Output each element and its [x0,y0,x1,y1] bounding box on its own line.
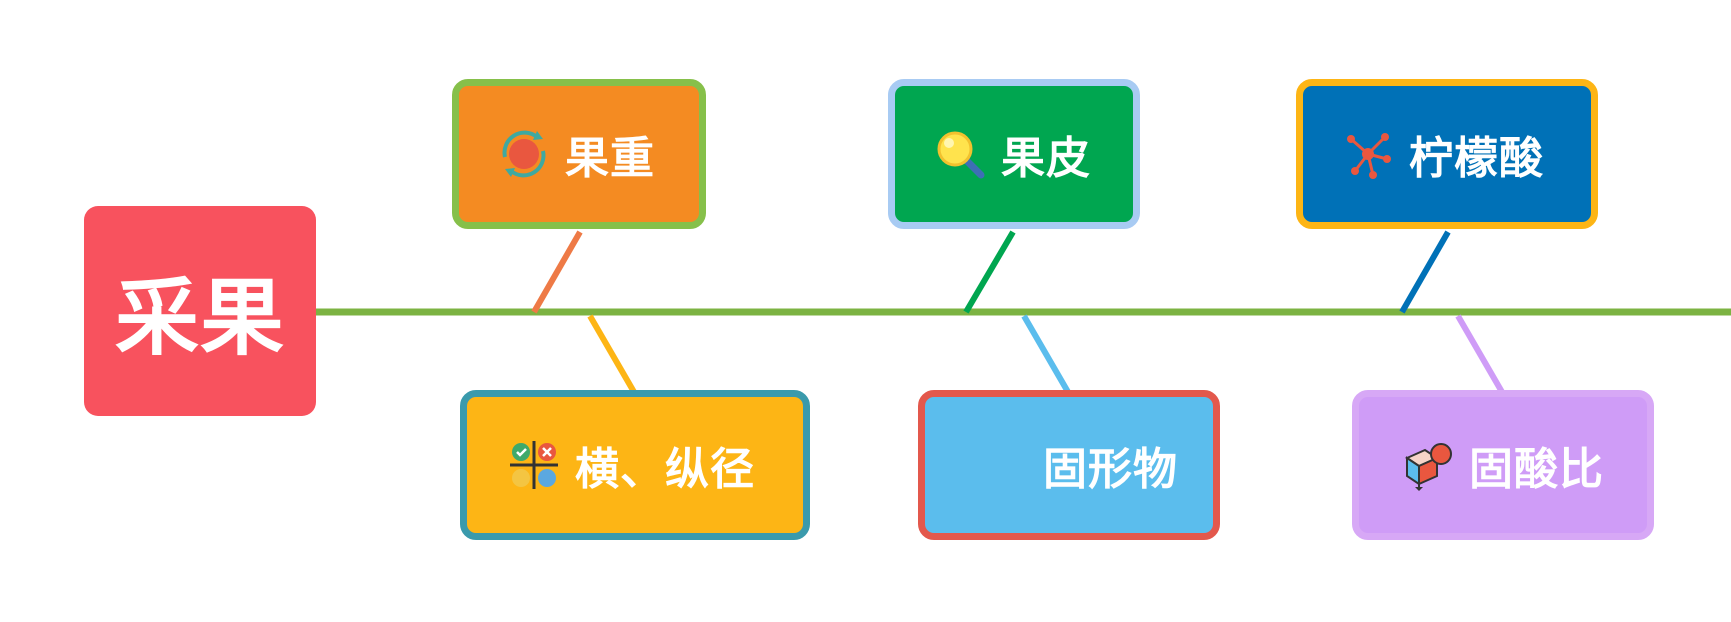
connector-guxing [1021,314,1071,394]
branch-node-guxing[interactable]: 固形物 [918,390,1220,540]
connector-hengzong [587,314,637,394]
magnifier-icon [933,127,987,181]
root-node[interactable]: 采果 [84,206,316,416]
connector-guopi [963,230,1016,314]
branch-label-ningmeng: 柠檬酸 [1409,133,1544,184]
connector-guozhong [531,230,583,314]
connector-gusuan [1455,314,1505,394]
branch-node-hengzong[interactable]: 横、纵径 [460,390,810,540]
branch-node-gusuan[interactable]: 固酸比 [1352,390,1654,540]
molecule-icon [1341,127,1395,181]
branch-label-guxing: 固形物 [1043,444,1178,495]
connector-ningmeng [1399,230,1451,314]
branch-label-gusuan: 固酸比 [1469,444,1604,495]
branch-node-guopi[interactable]: 果皮 [888,79,1140,229]
branch-label-hengzong: 横、纵径 [575,444,755,495]
cube-sphere-icon [1401,438,1455,492]
orbit-fruit-icon [497,127,551,181]
branch-label-guozhong: 果重 [565,133,655,184]
branch-node-ningmeng[interactable]: 柠檬酸 [1296,79,1598,229]
quadrant-grid-icon [507,438,561,492]
branch-node-guozhong[interactable]: 果重 [452,79,706,229]
branch-label-guopi: 果皮 [1001,133,1091,184]
root-label: 采果 [114,268,285,367]
